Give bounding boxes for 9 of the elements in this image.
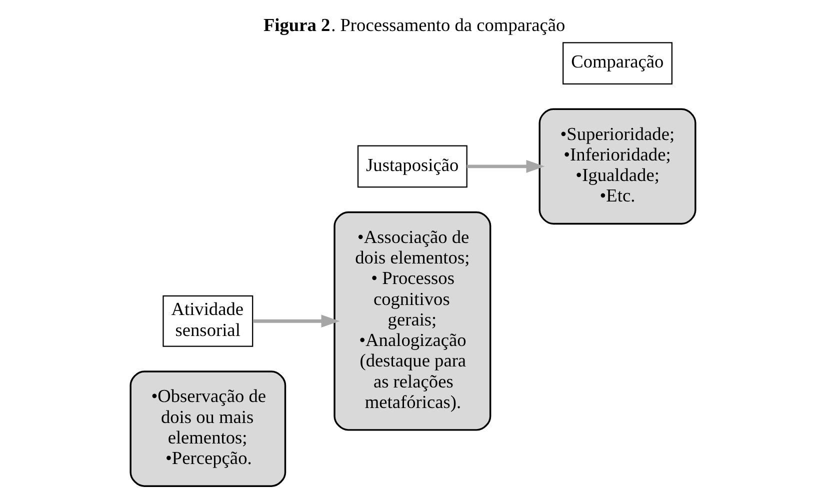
node-box: Atividade sensorial <box>162 295 254 347</box>
node-box: Justaposição <box>357 145 468 188</box>
node-box: •Superioridade; •Inferioridade; •Igualdade; •Etc. <box>538 108 696 225</box>
node-box: Comparação <box>562 42 672 85</box>
arrow <box>466 160 545 173</box>
diagram-title: Figura 2. Processamento da comparação <box>263 15 566 36</box>
node-box: •Observação de dois ou mais elementos; •Percepção. <box>130 370 286 487</box>
node-box: •Associação de dois elementos; • Processos cognitivos gerais; •Analogização (destaque para as relações metafóricas). <box>334 211 492 431</box>
arrow <box>252 314 340 328</box>
